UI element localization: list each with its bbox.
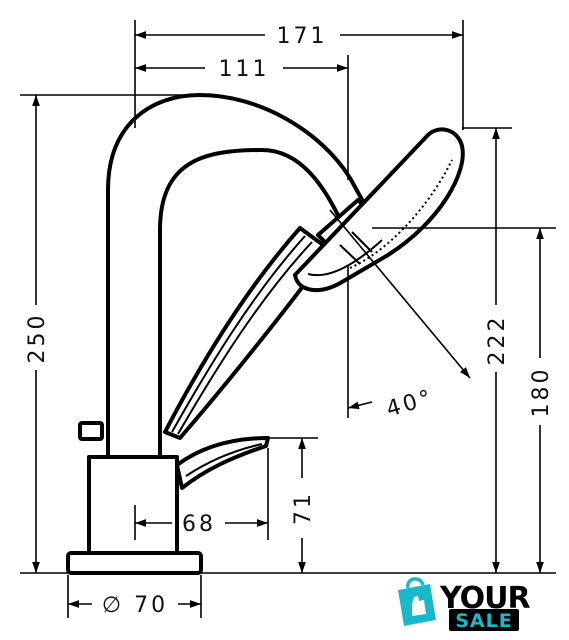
dim-180-label: 180: [529, 367, 554, 418]
shower-head: [293, 127, 465, 293]
dim-71-label: 71: [291, 491, 316, 525]
dim-angle-label: 40°: [384, 385, 437, 422]
yoursale-logo[interactable]: YOUR SALE: [398, 577, 532, 632]
dim-111-label: 111: [219, 57, 270, 82]
dim-70-label: ∅ 70: [102, 593, 168, 618]
faucet-body: [66, 93, 465, 575]
dim-171-label: 171: [277, 24, 328, 49]
logo-sale-text: SALE: [455, 610, 512, 632]
shopping-bag-icon: [398, 577, 436, 626]
dim-250-label: 250: [25, 313, 50, 364]
dim-angle-line: [329, 209, 471, 379]
dim-222-label: 222: [485, 315, 510, 366]
base-plate: [66, 551, 203, 575]
dim-68-label: 68: [182, 512, 216, 537]
dimension-lines: [20, 20, 556, 618]
side-button: [78, 421, 104, 441]
lever-handle: [175, 436, 270, 490]
body-block: [87, 455, 179, 555]
hand-shower-handle: [163, 226, 332, 440]
logo-sale-box: [449, 609, 519, 631]
